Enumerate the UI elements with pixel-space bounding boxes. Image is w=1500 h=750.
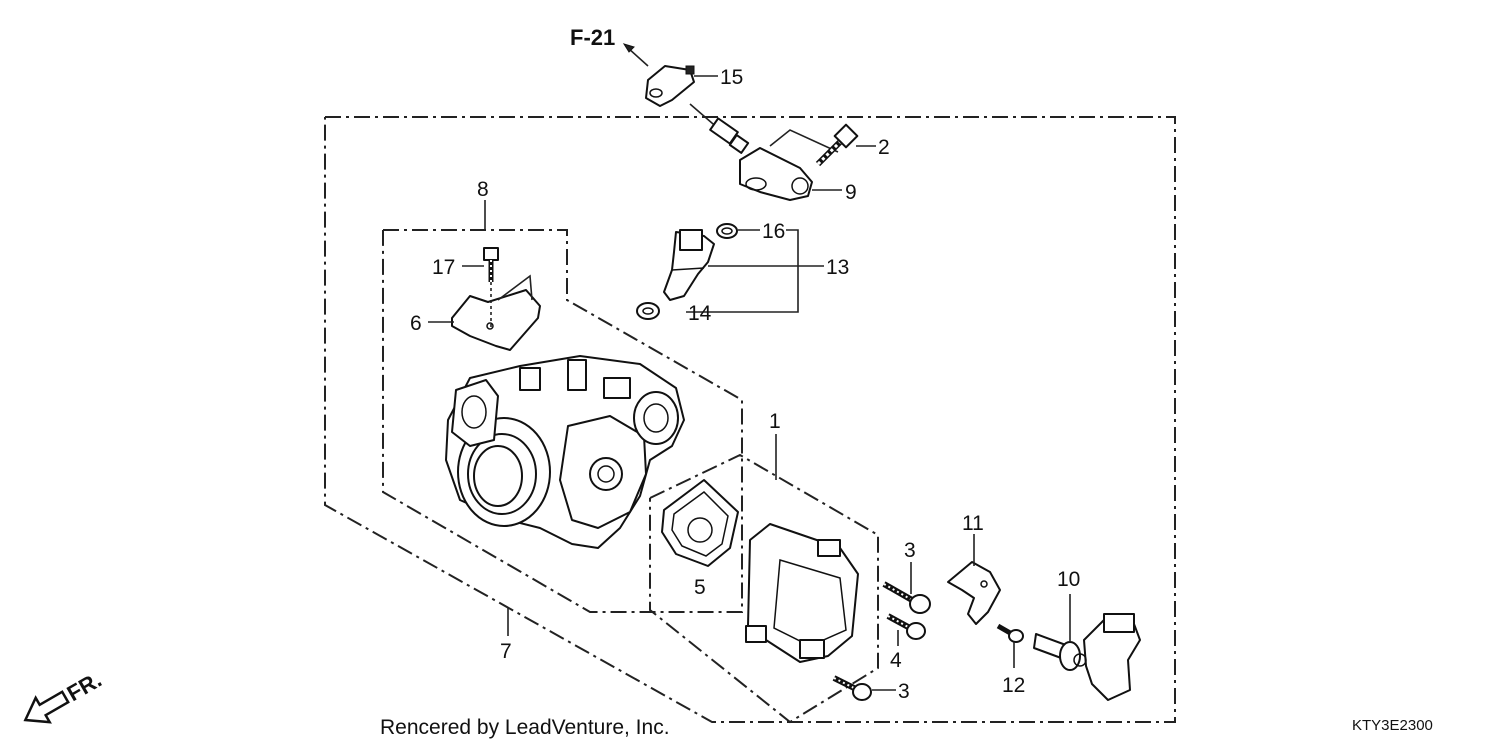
f21-reference[interactable]: F-21 bbox=[570, 25, 649, 67]
throttle-body[interactable] bbox=[445, 355, 685, 549]
callout-1: 1 bbox=[769, 410, 781, 433]
part-3-screw-upper[interactable] bbox=[882, 581, 931, 614]
f21-label: F-21 bbox=[570, 25, 615, 50]
part-16-o-ring[interactable] bbox=[716, 223, 738, 239]
callout-11: 11 bbox=[962, 512, 984, 535]
callout-3b: 3 bbox=[898, 680, 910, 703]
part-13-injector[interactable] bbox=[663, 229, 715, 301]
callout-17: 17 bbox=[432, 256, 455, 279]
part-5-gasket[interactable] bbox=[661, 479, 739, 567]
callout-9: 9 bbox=[845, 181, 857, 204]
part-14-seal[interactable] bbox=[636, 302, 660, 320]
part-17-screw[interactable] bbox=[483, 247, 499, 282]
callout-4: 4 bbox=[890, 649, 902, 672]
part-10-sensor[interactable] bbox=[1033, 613, 1141, 701]
f21-arrow-line bbox=[627, 47, 649, 67]
part-9-sensor[interactable] bbox=[689, 103, 813, 201]
part-11-clip[interactable] bbox=[947, 561, 1001, 625]
assembly-outline-1 bbox=[649, 453, 879, 724]
callout-16: 16 bbox=[762, 220, 785, 243]
leader-9a bbox=[769, 129, 839, 153]
callout-15: 15 bbox=[720, 66, 743, 89]
assembly-outline-7 bbox=[324, 116, 1176, 723]
part-12-screw[interactable] bbox=[996, 623, 1024, 643]
leader-13-bracket bbox=[686, 229, 799, 313]
callout-7: 7 bbox=[500, 640, 512, 663]
callout-10: 10 bbox=[1057, 568, 1080, 591]
part-2-bolt[interactable] bbox=[815, 123, 859, 167]
part-3-screw-lower[interactable] bbox=[832, 675, 872, 701]
footer-credit: Rencered by LeadVenture, Inc. bbox=[380, 716, 670, 739]
part-15-connector[interactable] bbox=[645, 65, 695, 107]
part-4-screw[interactable] bbox=[886, 613, 926, 640]
callout-14: 14 bbox=[688, 302, 712, 325]
part-1-sensor-unit[interactable] bbox=[745, 523, 859, 663]
front-arrow-label: FR. bbox=[63, 667, 106, 706]
callout-6: 6 bbox=[410, 312, 422, 335]
assembly-outline-8 bbox=[382, 229, 743, 613]
front-direction-arrow: FR. bbox=[23, 667, 106, 724]
callout-12: 12 bbox=[1002, 674, 1025, 697]
callout-3a: 3 bbox=[904, 539, 916, 562]
diagram-code: KTY3E2300 bbox=[1352, 717, 1433, 734]
part-6-bracket[interactable] bbox=[451, 274, 541, 351]
callout-5: 5 bbox=[694, 576, 706, 599]
f21-arrow-head bbox=[622, 43, 635, 53]
callout-13: 13 bbox=[826, 256, 849, 279]
callout-2: 2 bbox=[878, 136, 890, 159]
callout-8: 8 bbox=[477, 178, 489, 201]
